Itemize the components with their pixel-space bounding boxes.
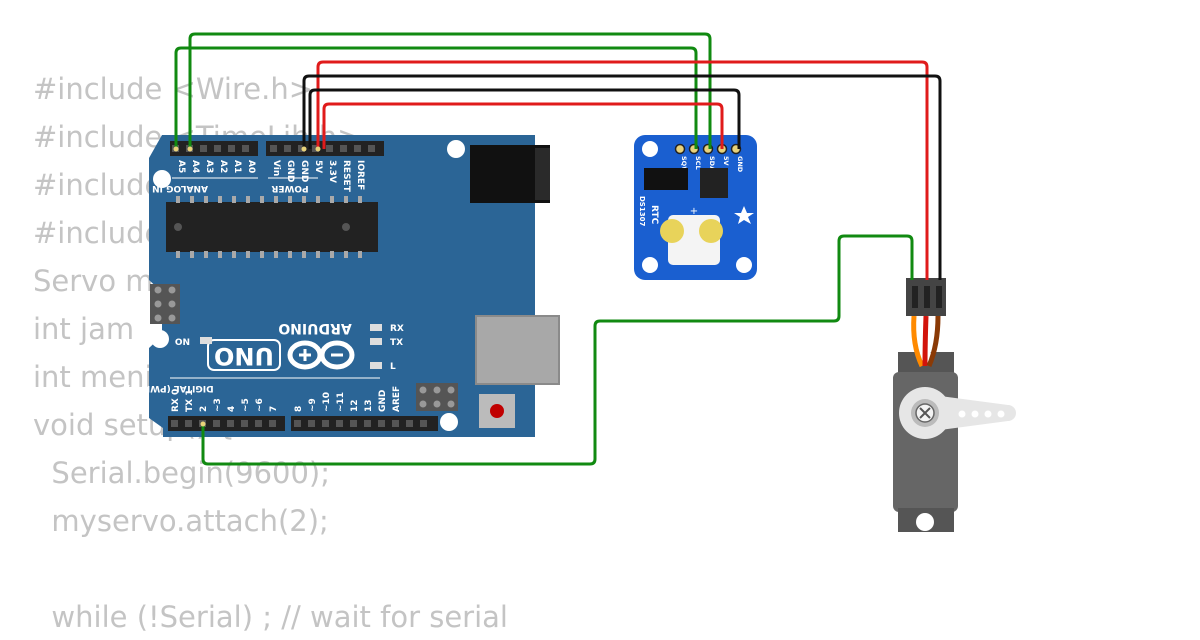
pin-label: ~9 — [308, 398, 318, 412]
pin-label: 5V — [313, 160, 323, 173]
code-line: while (!Serial) ; // wait for serial — [33, 600, 508, 634]
pin-label: A5 — [176, 160, 186, 173]
pin-label: ~6 — [255, 398, 265, 412]
wire-a5-scl — [174, 46, 698, 149]
pin-label: A2 — [218, 160, 228, 173]
pin-label: RX 0 — [171, 389, 181, 412]
digital-pin-labels-high: 8 ~9 ~10 ~11 12 13 GND AREF — [294, 386, 402, 412]
rx-led-label: RX — [390, 324, 404, 334]
pin-label: GND — [736, 156, 744, 173]
pin-label: ~3 — [213, 398, 223, 412]
wire-d2-servo-signal — [201, 234, 914, 466]
pin-label: 5V — [722, 156, 730, 166]
icsp-header — [150, 284, 180, 324]
pin-label: ~10 — [322, 392, 332, 412]
pin-label: 4 — [227, 406, 237, 412]
pin-label: TX 1 — [185, 390, 195, 412]
pin-label: Vin — [271, 160, 281, 176]
pin-label: 7 — [269, 406, 279, 412]
mounting-hole — [440, 413, 458, 431]
mounting-hole — [151, 330, 169, 348]
code-line: int jam — [33, 312, 135, 346]
power-label: POWER — [271, 183, 308, 193]
code-line: #include — [33, 216, 163, 250]
code-line: Serial.begin(9600); — [33, 456, 331, 490]
pin-label: GND — [299, 160, 309, 182]
pin-label: ~11 — [336, 392, 346, 412]
code-line: #include — [33, 168, 163, 202]
pin-label: A3 — [204, 160, 214, 173]
uno-logo-frame — [207, 339, 281, 371]
wire-a4-sda — [188, 32, 712, 149]
digital-pin-labels-low: RX 0 TX 1 2 ~3 4 ~5 ~6 7 — [171, 389, 279, 412]
wire-gnd-rtc — [308, 88, 741, 149]
pin-label: RESET — [341, 160, 351, 193]
uno-label: UNO — [214, 342, 274, 370]
tx-led — [370, 338, 382, 345]
wires — [174, 32, 942, 466]
icsp-header-2 — [416, 383, 458, 411]
pin-label: IOREF — [355, 160, 365, 190]
wire-5v-rtc — [322, 102, 724, 149]
analog-in-label: ANALOG IN — [152, 183, 208, 193]
pin-label: SDA — [708, 156, 716, 171]
digital-pwm-label: DIGITAL (PWM ~) — [126, 383, 213, 393]
analog-pin-labels: A5 A4 A3 A2 A1 A0 — [176, 160, 256, 173]
pin-label: GND — [378, 390, 388, 412]
tx-led-label: TX — [390, 338, 403, 348]
pin-label: ~5 — [241, 398, 251, 412]
rtc-module: SQW SCL SDA 5V GND RTC DS1307 + — [634, 135, 757, 280]
rtc-mount-hole — [642, 257, 658, 273]
code-line: Servo m — [33, 264, 154, 298]
rtc-mount-hole — [642, 141, 658, 157]
pin-label: AREF — [392, 386, 402, 412]
usb-connector — [475, 315, 560, 385]
connection-dots — [173, 146, 321, 427]
pin-label: 2 — [199, 406, 209, 412]
arduino-brand-text: ARDUINO — [278, 320, 352, 336]
arduino-infinity-logo — [287, 340, 355, 370]
rtc-pin-labels: SQW SCL SDA 5V GND — [680, 156, 744, 173]
pin-label: SCL — [694, 156, 702, 170]
rx-led — [370, 324, 382, 331]
wire-gnd-servo — [302, 74, 942, 280]
pin-label: GND — [285, 160, 295, 182]
digital-header-low — [168, 416, 285, 431]
on-led-label: ON — [175, 338, 190, 348]
star-logo-icon — [734, 206, 754, 224]
mounting-hole — [447, 140, 465, 158]
mounting-hole — [153, 170, 171, 188]
servo-motor — [893, 278, 1016, 532]
pin-label: 12 — [350, 399, 360, 412]
pin-label: 8 — [294, 406, 304, 412]
pin-label: 3.3V — [327, 160, 337, 183]
rtc-title-label: RTC — [649, 205, 659, 225]
pin-label: A4 — [190, 160, 200, 173]
power-pin-labels: Vin GND GND 5V 3.3V RESET IOREF — [271, 160, 365, 193]
rtc-mount-hole — [736, 257, 752, 273]
pin-label: A1 — [232, 160, 242, 173]
l-led — [370, 362, 382, 369]
pin-label: 13 — [364, 399, 374, 412]
code-line: #include <Wire.h> — [33, 72, 314, 106]
rtc-crystal — [644, 168, 688, 190]
pin-label: A0 — [246, 160, 256, 173]
rtc-chip-label: DS1307 — [638, 196, 646, 226]
wire-5v-servo — [316, 60, 929, 280]
on-led — [200, 337, 212, 344]
ds1307-chip — [700, 168, 728, 198]
pin-label: SQW — [680, 156, 688, 173]
l-led-label: L — [390, 362, 396, 372]
code-line: myservo.attach(2); — [33, 504, 329, 538]
svg-text:+: + — [690, 206, 698, 217]
